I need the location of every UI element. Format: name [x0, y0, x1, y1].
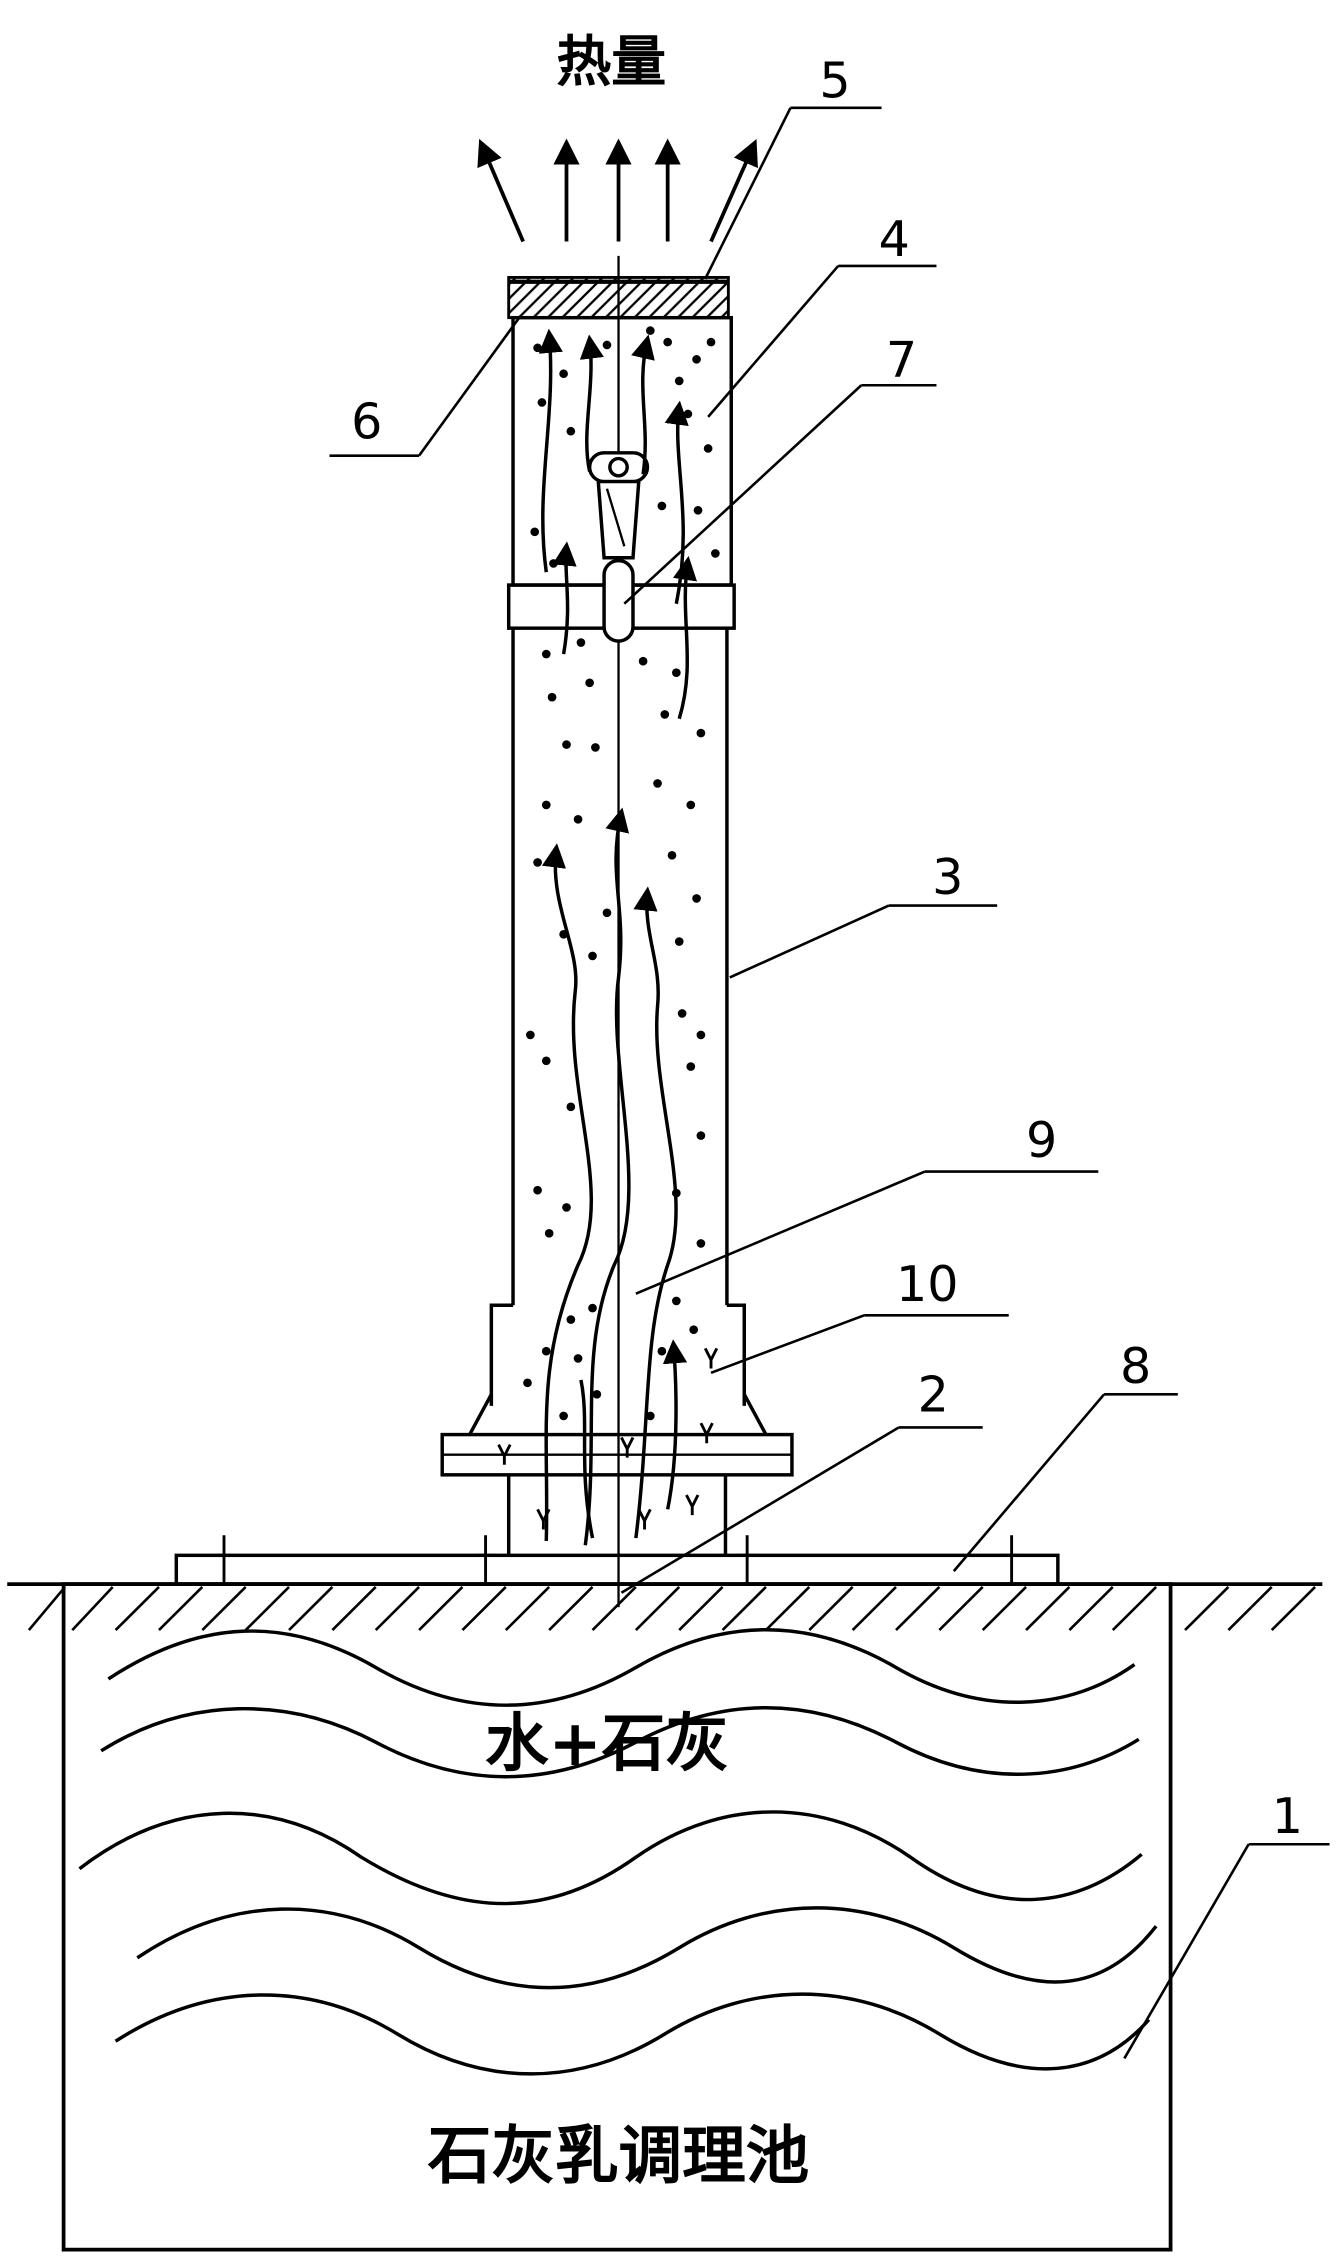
callout-2: 2 [918, 1367, 949, 1424]
callout-leaders [329, 106, 1330, 2060]
callout-7: 7 [886, 332, 917, 389]
flow-streamlines [538, 328, 698, 1546]
ground-hatching [27, 1586, 1317, 1631]
callout-3: 3 [932, 849, 963, 906]
water-lime-label: 水+石灰 [485, 1706, 729, 1780]
callout-1: 1 [1272, 1788, 1303, 1845]
pool-name-label: 石灰乳调理池 [428, 2119, 809, 2193]
callout-10: 10 [896, 1256, 959, 1313]
callout-8: 8 [1120, 1338, 1151, 1395]
particles [523, 326, 720, 1421]
reaction-marks [497, 1347, 719, 1530]
callout-6: 6 [351, 394, 382, 451]
heat-label: 热量 [556, 30, 666, 94]
pool-waves [78, 1628, 1158, 2076]
heat-arrows [477, 138, 758, 243]
lime-milk-pool [61, 1582, 1173, 2252]
lower-column-section [489, 1303, 746, 1406]
spray-nozzle [587, 451, 650, 643]
anchor-bolts [213, 1535, 1022, 1585]
base-plate [174, 1553, 1060, 1586]
callout-4: 4 [879, 211, 910, 268]
heat-arrow [477, 138, 525, 243]
callout-9: 9 [1026, 1112, 1057, 1169]
heat-arrow [709, 138, 758, 243]
callout-5: 5 [819, 53, 850, 110]
